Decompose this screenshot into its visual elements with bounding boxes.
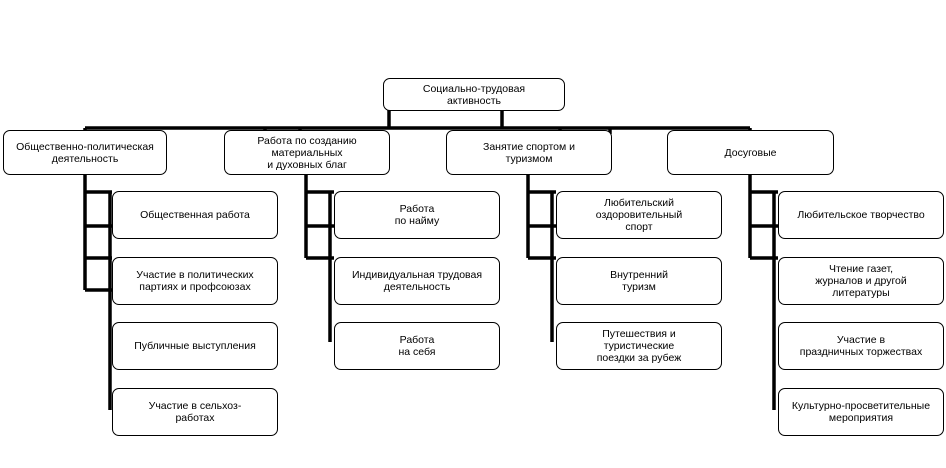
item-node: Работа по найму xyxy=(334,191,500,239)
category-node-3: Занятие спортом и туризмом xyxy=(446,130,612,175)
item-node: Общественная работа xyxy=(112,191,278,239)
root-node: Социально-трудовая активность xyxy=(383,78,565,111)
item-node: Публичные выступления xyxy=(112,322,278,370)
item-node: Культурно-просветительные мероприятия xyxy=(778,388,944,436)
item-node: Чтение газет, журналов и другой литерату… xyxy=(778,257,944,305)
item-node: Работа на себя xyxy=(334,322,500,370)
item-node: Участие в праздничных торжествах xyxy=(778,322,944,370)
item-node: Любительское творчество xyxy=(778,191,944,239)
category-node-4: Досуговые xyxy=(667,130,834,175)
item-node: Участие в политических партиях и профсою… xyxy=(112,257,278,305)
category-node-2: Работа по созданию материальных и духовн… xyxy=(224,130,390,175)
item-node: Внутренний туризм xyxy=(556,257,722,305)
item-node: Индивидуальная трудовая деятельность xyxy=(334,257,500,305)
item-node: Участие в сельхоз- работах xyxy=(112,388,278,436)
category-node-1: Общественно-политическая деятельность xyxy=(3,130,167,175)
item-node: Любительский оздоровительный спорт xyxy=(556,191,722,239)
item-node: Путешествия и туристические поездки за р… xyxy=(556,322,722,370)
